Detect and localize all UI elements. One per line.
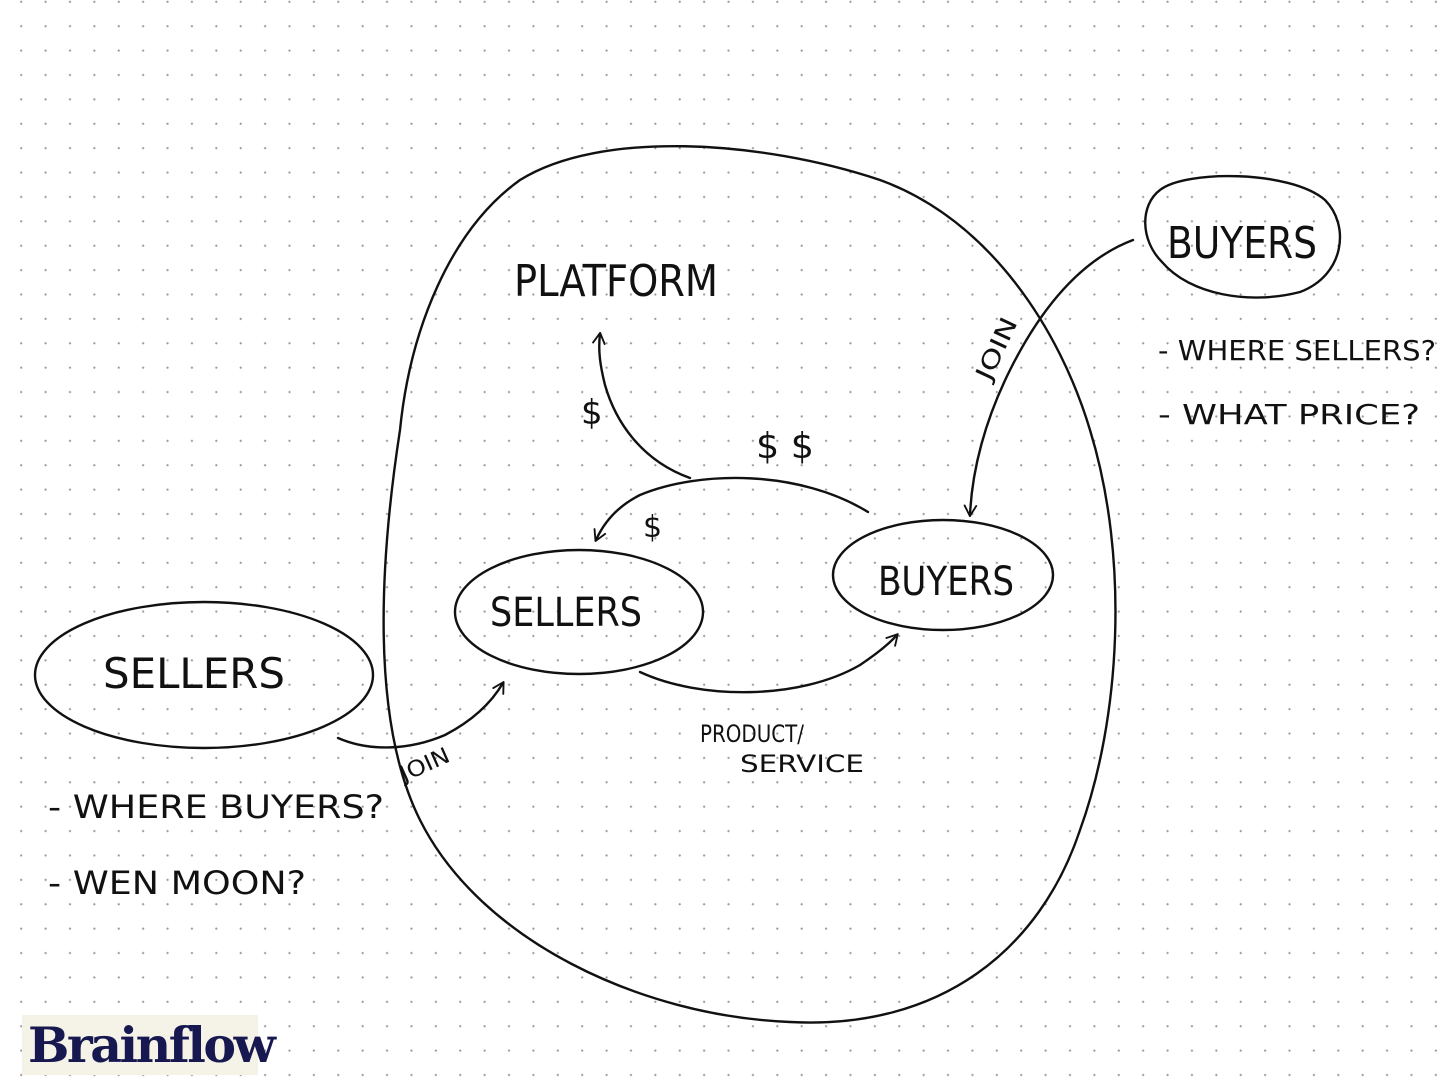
seller-join-arrow — [336, 681, 505, 749]
buyer-note-1: - WHERE SELLERS? — [1158, 334, 1436, 367]
buyer-join-label: JOIN — [969, 313, 1023, 387]
buyer-join-arrow — [963, 238, 1135, 518]
inner-sellers-bubble — [453, 548, 705, 676]
product-label-line2: SERVICE — [740, 750, 864, 778]
buyer-note-2: - WHAT PRICE? — [1158, 398, 1420, 431]
inner-buyers-label: BUYERS — [878, 559, 1014, 605]
outer-buyers-bubble — [1144, 174, 1342, 299]
inner-sellers-label: SELLERS — [490, 590, 642, 636]
platform-label: PLATFORM — [514, 256, 718, 307]
buyers-to-sellers-payment-arrow — [593, 476, 870, 542]
seller-join-label: JOIN — [394, 743, 454, 788]
inner-buyers-bubble — [831, 518, 1055, 632]
brand-logo-background — [22, 1015, 258, 1075]
seller-note-2: - WEN MOON? — [48, 864, 306, 902]
outer-sellers-bubble — [33, 600, 375, 750]
platform-fee-label: $ — [581, 393, 603, 433]
outer-buyers-label: BUYERS — [1167, 218, 1317, 269]
seller-note-1: - WHERE BUYERS? — [48, 788, 384, 826]
platform-fee-arrow — [592, 331, 692, 480]
product-service-arrow — [638, 633, 899, 694]
brand-logo: Brainflow — [28, 1016, 276, 1074]
outer-sellers-label: SELLERS — [103, 649, 285, 698]
buyer-payment-label: $ $ — [756, 426, 814, 467]
product-label-line1: PRODUCT/ — [700, 720, 805, 748]
seller-payment-label: $ — [643, 510, 662, 545]
platform-boundary — [382, 145, 1117, 1024]
